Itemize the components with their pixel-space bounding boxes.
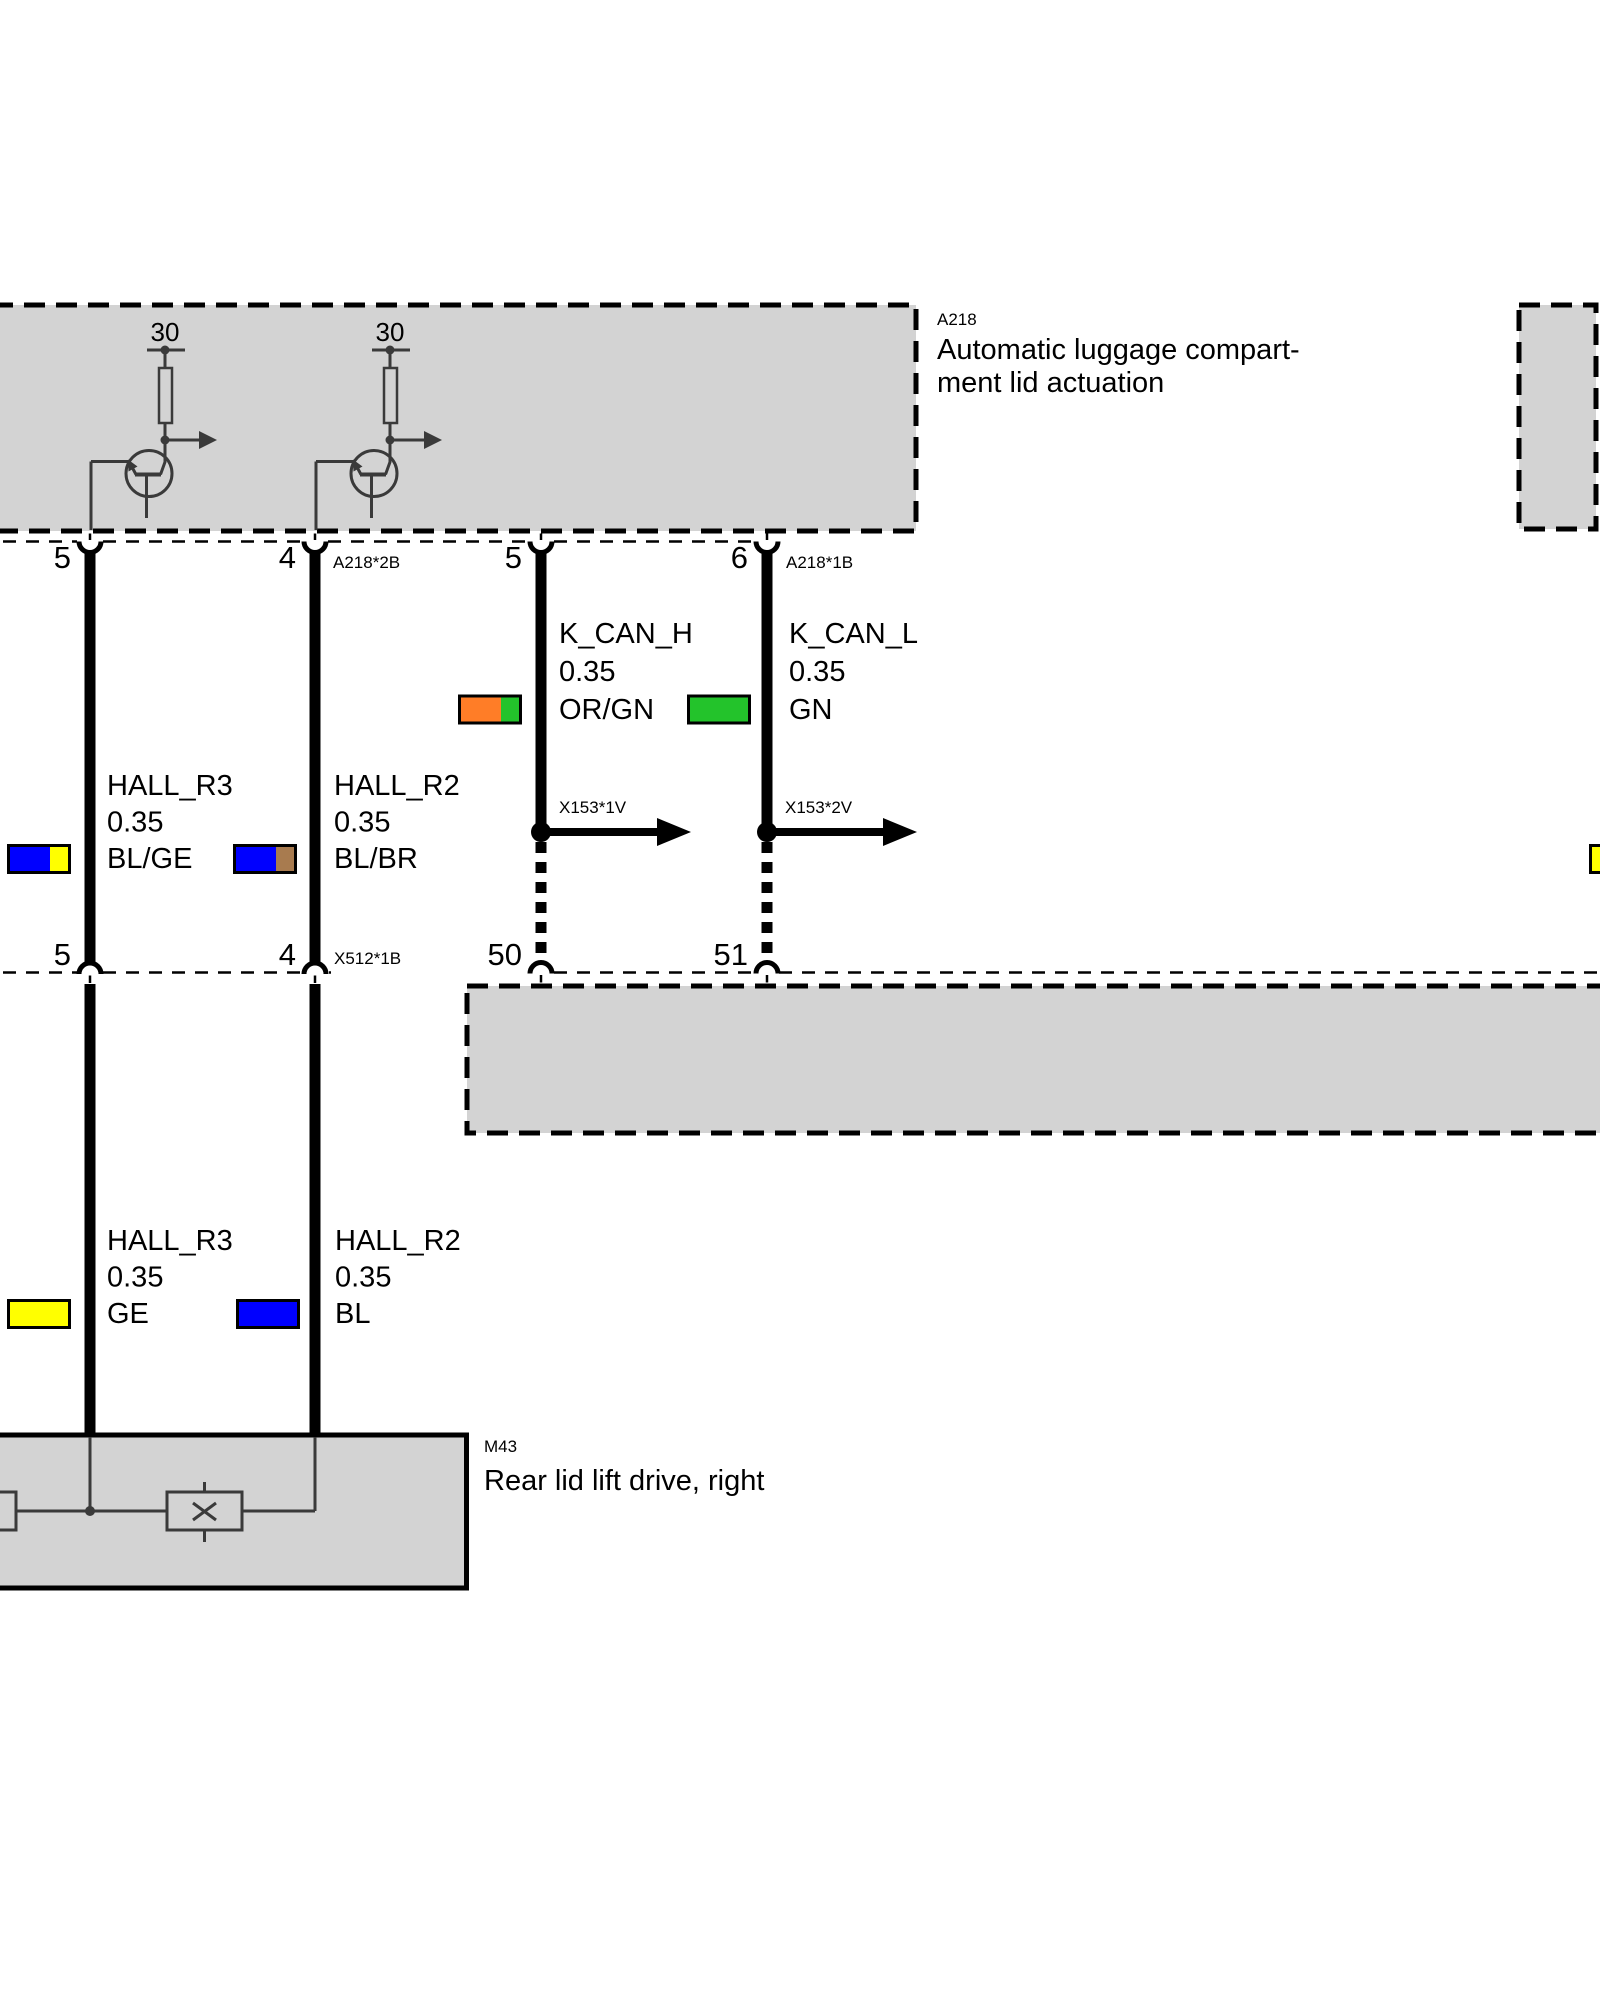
terminal-30-label: 30 — [151, 317, 180, 347]
wire-signal-label: K_CAN_H — [559, 618, 693, 650]
wire-cross-section-label: 0.35 — [559, 656, 615, 688]
wire-color-label: BL — [335, 1298, 370, 1330]
direction-arrow-icon — [657, 818, 691, 846]
wire-cross-section-label: 0.35 — [107, 1262, 163, 1294]
swatch-ge — [7, 1299, 71, 1329]
a218-internal-circuit-right — [314, 345, 442, 530]
swatch-ge-partial-right — [1589, 844, 1600, 874]
pin-number: 6 — [731, 540, 748, 575]
pin-number: 50 — [488, 937, 522, 972]
pin-socket-icon — [753, 533, 781, 555]
wire-color-label: BL/GE — [107, 843, 192, 875]
swatch-bl — [236, 1299, 300, 1329]
swatch-bl-ge — [7, 844, 71, 874]
control-unit-a218-box — [0, 302, 919, 534]
a218-internal-circuit-left — [89, 345, 217, 530]
wire-cross-section-label: 0.35 — [789, 656, 845, 688]
component-stub-symbol — [0, 1490, 18, 1532]
signal-arrow-icon — [424, 431, 442, 449]
pin-socket-icon — [527, 533, 555, 555]
pin-socket-icon — [76, 960, 104, 983]
pin-socket-icon — [76, 533, 104, 555]
direction-arrow-icon — [883, 818, 917, 846]
pin-number: 5 — [505, 540, 522, 575]
connector-code-a218-1b: A218*1B — [786, 553, 853, 572]
wire-color-label: OR/GN — [559, 694, 654, 726]
a218-pin-sockets — [76, 533, 781, 555]
x512-pin-sockets — [76, 960, 781, 983]
control-unit-partial-right-box — [1516, 302, 1599, 532]
module-name-a218-line1: Automatic luggage compart- — [937, 334, 1300, 366]
wire-cross-section-label: 0.35 — [107, 807, 163, 839]
pin-number: 4 — [279, 937, 296, 972]
sensor-x-mark — [192, 1501, 217, 1522]
junction-module-box — [464, 983, 1600, 1136]
module-code-a218: A218 — [937, 310, 977, 329]
wire-color-label: GE — [107, 1298, 149, 1330]
pin-socket-icon — [527, 960, 555, 983]
pin-number: 4 — [279, 540, 296, 575]
pin-socket-icon — [301, 533, 329, 555]
pin-number: 5 — [54, 540, 71, 575]
wire-cross-section-label: 0.35 — [334, 807, 390, 839]
module-name-m43: Rear lid lift drive, right — [484, 1465, 764, 1497]
module-code-m43: M43 — [484, 1437, 517, 1456]
connector-code-a218-2b: A218*2B — [333, 553, 400, 572]
connector-code-x512-1b: X512*1B — [334, 949, 401, 968]
connector-code-x153-2v: X153*2V — [785, 798, 853, 817]
pin-number: 5 — [54, 937, 71, 972]
wire-color-label: BL/BR — [334, 843, 418, 875]
x153-connectors — [531, 818, 917, 846]
transistor-symbol-left — [124, 449, 174, 498]
transistor-symbol-right — [349, 449, 399, 498]
pin-socket-icon — [753, 960, 781, 983]
m43-internal-circuit — [0, 1437, 317, 1542]
wires — [84, 549, 773, 1437]
transistor-emitter-arrow-icon — [128, 459, 138, 472]
wire-signal-label: K_CAN_L — [789, 618, 918, 650]
wire-color-swatches — [7, 694, 1600, 1329]
swatch-or-gn — [458, 694, 522, 725]
wire-signal-label: HALL_R3 — [107, 1225, 233, 1257]
signal-arrow-icon — [199, 431, 217, 449]
swatch-bl-br — [233, 844, 297, 874]
connector-plane-lines — [0, 540, 1600, 974]
wire-cross-section-label: 0.35 — [335, 1262, 391, 1294]
transistor-emitter-arrow-icon — [353, 459, 363, 472]
motor-m43-box — [0, 1432, 469, 1591]
swatch-gn — [687, 694, 751, 725]
wire-signal-label: HALL_R3 — [107, 770, 233, 802]
connector-code-x153-1v: X153*1V — [559, 798, 627, 817]
pin-number: 51 — [714, 937, 748, 972]
wire-signal-label: HALL_R2 — [334, 770, 460, 802]
pin-socket-icon — [301, 960, 329, 983]
wire-color-label: GN — [789, 694, 833, 726]
module-name-a218-line2: ment lid actuation — [937, 367, 1164, 399]
wire-signal-label: HALL_R2 — [335, 1225, 461, 1257]
terminal-30-label: 30 — [376, 317, 405, 347]
